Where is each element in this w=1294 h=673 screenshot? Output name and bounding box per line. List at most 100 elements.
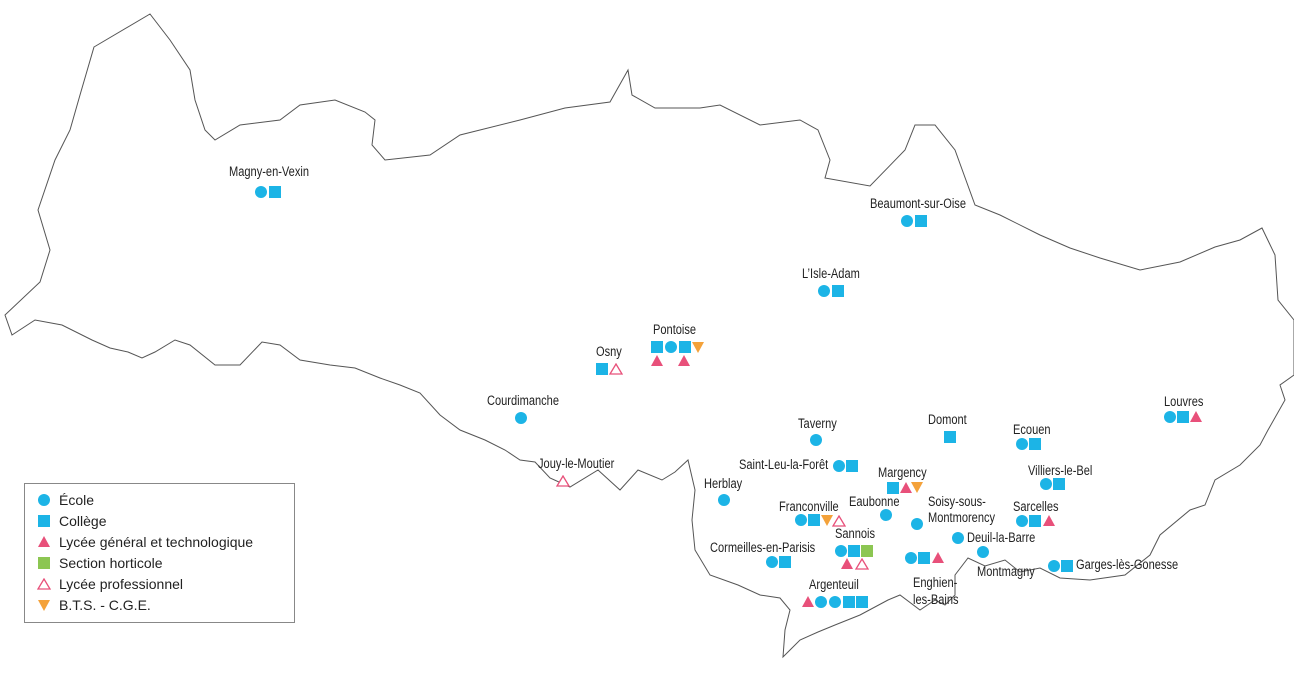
ecole-marker [829, 596, 841, 608]
college-marker [843, 596, 855, 608]
ecole-marker [1048, 560, 1060, 572]
town-label-louvres: Louvres [1164, 394, 1204, 409]
college-marker [1053, 478, 1065, 490]
college-marker [1177, 411, 1189, 423]
town-label-eaubonne: Eaubonne [849, 494, 900, 509]
lycee-pro-marker [855, 558, 869, 570]
town-label-garges: Garges-lès-Gonesse [1076, 557, 1179, 572]
department-boundary [4, 13, 1294, 659]
ecole-marker [905, 552, 917, 564]
college-marker [846, 460, 858, 472]
town-label-enghien-2: les-Bains [913, 592, 959, 607]
ecole-marker [766, 556, 778, 568]
town-label-domont: Domont [928, 412, 967, 427]
college-marker [915, 215, 927, 227]
town-label-pontoise: Pontoise [653, 322, 697, 337]
college-marker [887, 482, 899, 494]
ecole-marker [1164, 411, 1176, 423]
legend-label: Lycée général et technologique [59, 534, 254, 550]
bts-marker [692, 342, 704, 353]
ecole-marker [515, 412, 527, 424]
town-label-enghien-1: Enghien- [913, 575, 958, 590]
lycee-pro-marker [556, 475, 570, 487]
ecole-marker [665, 341, 677, 353]
town-label-taverny: Taverny [798, 416, 837, 431]
ecole-marker [1016, 515, 1028, 527]
legend-item-ecole: École [37, 491, 94, 509]
ecole-marker [833, 460, 845, 472]
college-marker [1029, 438, 1041, 450]
town-label-margency: Margency [878, 465, 927, 480]
town-label-herblay: Herblay [704, 476, 743, 491]
town-label-villiers: Villiers-le-Bel [1028, 463, 1093, 478]
town-label-magny: Magny-en-Vexin [229, 164, 310, 179]
town-label-deuil: Deuil-la-Barre [967, 530, 1036, 545]
lycee-gt-legend-icon [37, 535, 51, 549]
ecole-legend-icon [37, 493, 51, 507]
lycee-gt-marker [932, 552, 944, 563]
legend-label: École [59, 492, 95, 508]
lycee-pro-marker [609, 363, 623, 375]
legend-label: Lycée professionnel [59, 576, 184, 592]
college-marker [679, 341, 691, 353]
ecole-marker [795, 514, 807, 526]
ecole-marker [815, 596, 827, 608]
legend-label: Collège [59, 513, 107, 529]
college-marker [918, 552, 930, 564]
lycee-gt-marker [900, 482, 912, 493]
town-label-argenteuil: Argenteuil [809, 577, 859, 592]
college-marker [808, 514, 820, 526]
lycee-gt-marker [802, 596, 814, 607]
ecole-marker [818, 285, 830, 297]
ecole-marker [880, 509, 892, 521]
college-marker [848, 545, 860, 557]
horticole-legend-icon [37, 556, 51, 570]
ecole-marker [901, 215, 913, 227]
bts-marker [911, 482, 923, 493]
college-legend-icon [37, 514, 51, 528]
lycee-pro-marker [832, 515, 846, 527]
college-marker [944, 431, 956, 443]
college-marker [779, 556, 791, 568]
college-marker [1029, 515, 1041, 527]
ecole-marker [835, 545, 847, 557]
lycee-gt-marker [678, 355, 690, 366]
town-label-montmagny: Montmagny [977, 564, 1035, 579]
bts-marker [821, 515, 833, 526]
ecole-marker [718, 494, 730, 506]
town-label-sarcelles: Sarcelles [1013, 499, 1059, 514]
town-label-courdimanche: Courdimanche [487, 393, 559, 408]
legend-item-bts: B.T.S. - C.G.E. [37, 596, 151, 614]
ecole-marker [810, 434, 822, 446]
legend-item-college: Collège [37, 512, 106, 530]
bts-legend-icon [37, 598, 51, 612]
town-label-franconville: Franconville [779, 499, 839, 514]
college-marker [832, 285, 844, 297]
legend-item-lycee-pro: Lycée professionnel [37, 575, 183, 593]
college-marker [1061, 560, 1073, 572]
town-label-soisy-1: Soisy-sous- [928, 494, 986, 509]
college-marker [596, 363, 608, 375]
town-label-saint-leu: Saint-Leu-la-Forêt [739, 457, 829, 472]
legend-label: B.T.S. - C.G.E. [59, 597, 151, 613]
ecole-marker [1040, 478, 1052, 490]
town-label-beaumont: Beaumont-sur-Oise [870, 196, 966, 211]
legend-item-lycee-gt: Lycée général et technologique [37, 533, 253, 551]
town-label-ecouen: Ecouen [1013, 422, 1051, 437]
town-label-osny: Osny [596, 344, 622, 359]
ecole-marker [255, 186, 267, 198]
map-legend: École Collège Lycée général et technolog… [24, 483, 295, 623]
lycee-gt-marker [1043, 515, 1055, 526]
lycee-gt-marker [1190, 411, 1202, 422]
ecole-marker [1016, 438, 1028, 450]
town-label-cormeilles: Cormeilles-en-Parisis [710, 540, 816, 555]
ecole-marker [977, 546, 989, 558]
town-label-isle-adam: L’Isle-Adam [802, 266, 860, 281]
legend-label: Section horticole [59, 555, 163, 571]
horticole-marker [861, 545, 873, 557]
lycee-gt-marker [841, 558, 853, 569]
ecole-marker [911, 518, 923, 530]
college-marker [269, 186, 281, 198]
town-label-soisy-2: Montmorency [928, 510, 996, 525]
